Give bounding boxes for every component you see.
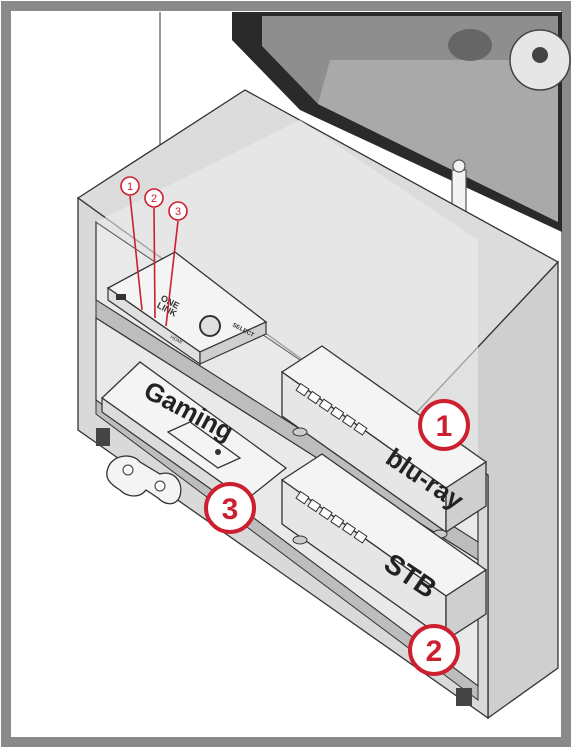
port-1-badge [120,176,140,196]
tv-stand-knob [452,159,466,173]
callout-1: 1 [418,399,470,451]
bluray-button [341,414,356,428]
player-shape [448,29,492,61]
stb-button [307,498,322,513]
console-button [215,449,221,455]
bluray-buttons [295,382,368,436]
cabinet-leg-right [456,688,472,706]
port-3-number: 3 [175,206,181,218]
callout-2: 2 [408,624,460,676]
hdmi-switch: ONE LINK SELECT HDMI [106,251,268,366]
select-button[interactable] [199,315,221,337]
port-2-number: 2 [151,193,157,205]
hdmi-label: HDMI [169,334,183,345]
port-1-line [129,195,143,311]
callout-2-number: 2 [426,635,443,668]
switch-side [199,321,267,365]
console-slot [166,421,242,469]
bluray-foot [292,427,308,437]
controller-stick-left [122,464,134,476]
controller-stick-right [154,480,166,492]
stb-box: STB [280,453,488,642]
game-controller-icon [106,455,182,505]
tv-field [318,60,558,222]
switch-port-icon [116,294,126,300]
stb-side [445,568,487,642]
stb-button [318,506,333,521]
stb-button [341,522,356,536]
bluray-button [353,422,368,436]
stb-button [295,490,310,505]
soccer-ball-patch [532,47,548,63]
stb-button [353,530,368,544]
callout-2-circle [408,624,460,676]
callout-1-circle [418,399,470,451]
callout-3: 3 [204,482,256,534]
bluray-side [445,460,487,534]
bluray-button [330,406,345,420]
bluray-button [295,382,310,397]
port-indicators: 1 2 3 [120,176,188,327]
port-3-badge [168,201,188,221]
stb-button [330,514,345,528]
port-2-badge [144,188,164,208]
callout-3-number: 3 [222,493,239,526]
bluray-button [307,390,322,405]
port-1-number: 1 [127,181,133,193]
port-2-line [153,207,156,319]
tv [232,12,571,232]
bluray-button [318,398,333,413]
cabinet-leg-left [96,428,110,446]
callout-1-number: 1 [436,410,453,443]
stb-buttons [295,490,368,544]
port-3-line [165,220,179,327]
stb-foot [292,535,308,545]
callout-3-circle [204,482,256,534]
